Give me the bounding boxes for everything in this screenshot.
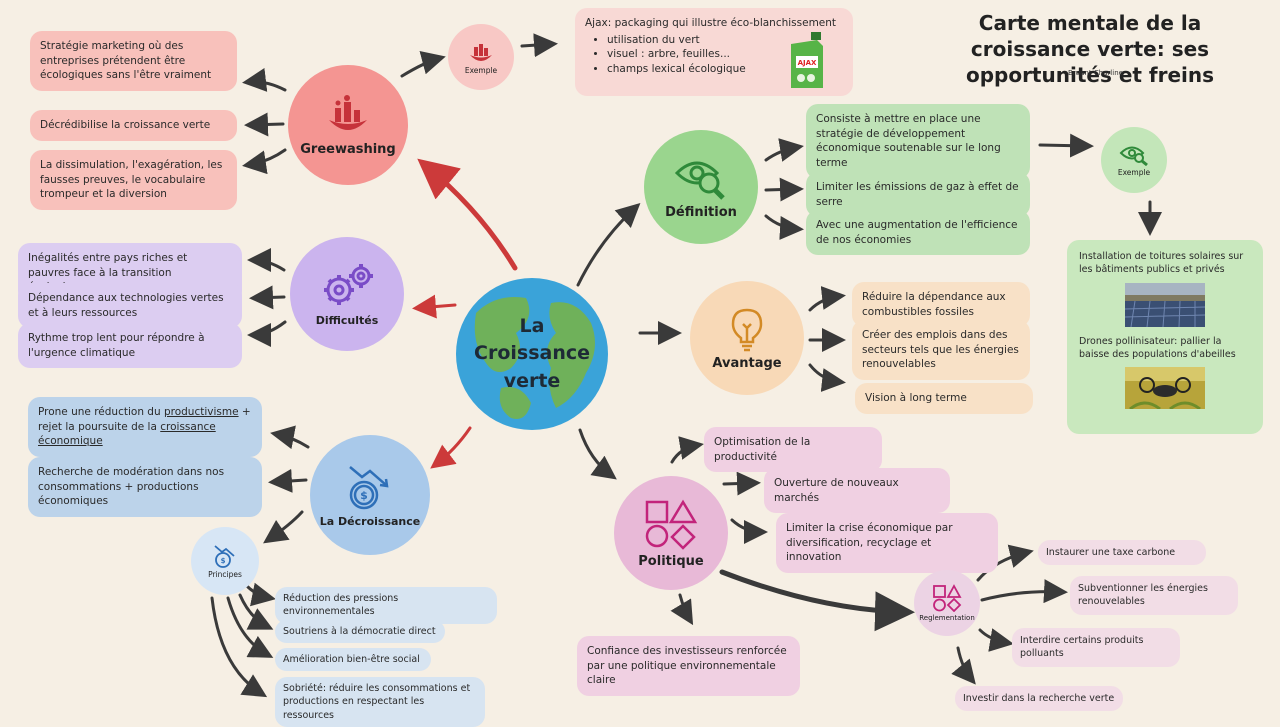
- author-name: Bruant Charline: [1068, 69, 1123, 77]
- money-down-icon: $: [349, 465, 389, 509]
- globe-icon: [474, 297, 595, 419]
- center-line-3: verte: [503, 369, 561, 392]
- politique-label: Politique: [638, 553, 704, 569]
- avantage-node: Avantage: [690, 281, 804, 395]
- politique-box-2: Ouverture de nouveaux marchés: [764, 468, 950, 514]
- ajax-item: champs lexical écologique: [607, 62, 843, 77]
- eye-small-icon: [1119, 146, 1148, 166]
- politique-node: Politique: [614, 476, 728, 590]
- money-down-small-icon: $: [214, 544, 235, 568]
- greenwashing-box-1: Stratégie marketing où des entreprises p…: [30, 31, 237, 92]
- bottle-brand: AJAX: [798, 59, 817, 67]
- avantage-box-3: Vision à long terme: [855, 383, 1033, 414]
- factory-icon: [470, 43, 492, 61]
- solar-panels-image: [1125, 282, 1205, 327]
- principe-2: Soutriens à la démocratie direct: [275, 620, 445, 644]
- definition-exemple-node: Exemple: [1101, 127, 1167, 193]
- definition-box-1: Consiste à mettre en place une stratégie…: [806, 104, 1030, 179]
- ajax-list: utilisation du vert visuel : arbre, feui…: [585, 33, 843, 77]
- principe-1: Réduction des pressions environnementale…: [275, 587, 497, 624]
- svg-text:$: $: [360, 489, 368, 502]
- greenwashing-label: Greewashing: [300, 141, 396, 157]
- politique-box-3: Limiter la crise économique par diversif…: [776, 513, 998, 574]
- ajax-bottle-image: AJAX: [791, 32, 823, 88]
- center-node: La Croissance verte: [456, 278, 608, 430]
- principes-node: $ Principes: [191, 527, 259, 595]
- factory-leaf-icon: [329, 94, 367, 130]
- politique-box-4: Confiance des investisseurs renforcée pa…: [577, 636, 800, 697]
- shapes-small-icon: [933, 584, 962, 612]
- politique-box-1: Optimisation de la productivité: [704, 427, 882, 473]
- difficultes-node: Difficultés: [290, 237, 404, 351]
- center-line-1: La: [519, 314, 545, 337]
- difficultes-box-2: Dépendance aux technologies vertes et à …: [18, 283, 242, 329]
- decroissance-text: + rejet la poursuite de la: [38, 406, 251, 433]
- definition-examples-panel: Installation de toitures solaires sur le…: [1067, 240, 1263, 434]
- lightbulb-icon: [731, 308, 763, 351]
- avantage-box-2: Créer des emplois dans des secteurs tels…: [852, 320, 1030, 381]
- definition-label: Définition: [665, 204, 737, 220]
- page-title: Carte mentale de la croissance verte: se…: [965, 11, 1215, 87]
- decroissance-box-1: Prone une réduction du productivisme + r…: [28, 397, 262, 458]
- reglementation-box-3: Interdire certains produits polluants: [1012, 628, 1180, 667]
- gears-icon: [324, 263, 373, 305]
- exemple-label: Exemple: [464, 65, 498, 75]
- decroissance-text: Prone une réduction du: [38, 406, 164, 418]
- decroissance-node: $ La Décroissance: [310, 435, 430, 555]
- greenwashing-exemple-node: Exemple: [448, 24, 514, 90]
- difficultes-box-3: Rythme trop lent pour répondre à l'urgen…: [18, 323, 242, 369]
- principes-label: Principes: [208, 569, 242, 579]
- example-solar-roofs: Installation de toitures solaires sur le…: [1079, 251, 1244, 276]
- example-drones: Drones pollinisateur: pallier la baisse …: [1079, 335, 1236, 360]
- pollinator-drone-image: [1125, 367, 1205, 410]
- reglementation-label: Reglementation: [919, 614, 975, 622]
- greenwashing-node: Greewashing: [288, 65, 408, 185]
- productivisme-term: productivisme: [163, 406, 239, 418]
- difficultes-label: Difficultés: [315, 313, 379, 327]
- ajax-item: visuel : arbre, feuilles...: [607, 47, 843, 62]
- ajax-title: Ajax: packaging qui illustre éco-blanchi…: [585, 17, 837, 29]
- greenwashing-box-2: Décrédibilise la croissance verte: [30, 110, 237, 141]
- reglementation-box-2: Subventionner les énergies renouvelables: [1070, 576, 1238, 615]
- reglementation-box-4: Investir dans la recherche verte: [955, 686, 1123, 712]
- decroissance-label: La Décroissance: [319, 514, 421, 528]
- croissance-term: croissance économique: [38, 420, 216, 448]
- greenwashing-box-3: La dissimulation, l'exagération, les fau…: [30, 150, 237, 211]
- definition-box-2: Limiter les émissions de gaz à effet de …: [806, 172, 1030, 218]
- ajax-example-box: Ajax: packaging qui illustre éco-blanchi…: [575, 8, 853, 96]
- definition-node: Définition: [644, 130, 758, 244]
- svg-text:$: $: [221, 557, 226, 565]
- principe-3: Amélioration bien-être social: [275, 648, 431, 672]
- decroissance-box-2: Recherche de modération dans nos consomm…: [28, 457, 262, 518]
- center-line-2: Croissance: [474, 342, 590, 365]
- shapes-icon: [645, 499, 698, 550]
- eye-magnifier-icon: [674, 161, 725, 200]
- definition-box-3: Avec une augmentation de l'efficience de…: [806, 210, 1030, 256]
- reglementation-node: Reglementation: [914, 570, 980, 636]
- exemple-label: Exemple: [1117, 167, 1151, 177]
- avantage-box-1: Réduire la dépendance aux combustibles f…: [852, 282, 1030, 328]
- principe-4: Sobriété: réduire les consommations et p…: [275, 677, 485, 727]
- reglementation-box-1: Instaurer une taxe carbone: [1038, 540, 1206, 566]
- avantage-label: Avantage: [712, 355, 782, 371]
- ajax-item: utilisation du vert: [607, 33, 843, 48]
